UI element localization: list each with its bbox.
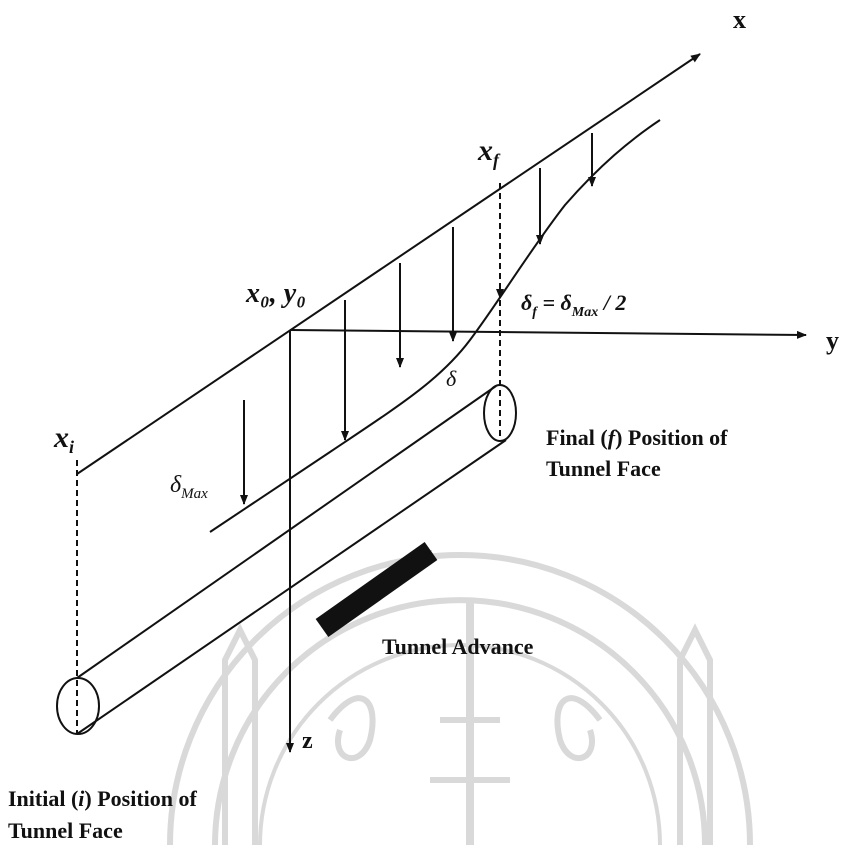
final-position-label: Final (f) Position of (546, 425, 728, 450)
delta-f-equation: δf = δMax / 2 (521, 290, 626, 320)
initial-position-label-line2: Tunnel Face (8, 818, 123, 843)
xf-label: xf (477, 134, 501, 170)
tunnel-bottom-edge (76, 439, 507, 735)
delta-label: δ (446, 366, 457, 391)
tunnel-advance-arrow (315, 542, 438, 637)
tunnel-top-edge (76, 385, 497, 679)
tunnel-face-initial (56, 677, 100, 735)
origin-label: x₀, y₀ (245, 278, 306, 309)
y-axis (289, 329, 807, 339)
z-axis-label: z (302, 728, 313, 754)
initial-position-label: Initial (i) Position of (8, 786, 198, 811)
x-axis-label: x (733, 5, 746, 34)
tunnel (56, 384, 517, 735)
tunnel-advance-label: Tunnel Advance (382, 634, 534, 659)
settlement-arrows (240, 133, 596, 505)
tunnel-face-final (483, 384, 517, 442)
delta-max-label: δMax (170, 472, 208, 502)
settlement-curve (209, 119, 661, 533)
x-axis (76, 53, 701, 475)
final-position-label-line2: Tunnel Face (546, 456, 661, 481)
xi-label: xi (53, 421, 74, 457)
watermark-seal (167, 552, 753, 845)
y-axis-label: y (826, 326, 839, 355)
